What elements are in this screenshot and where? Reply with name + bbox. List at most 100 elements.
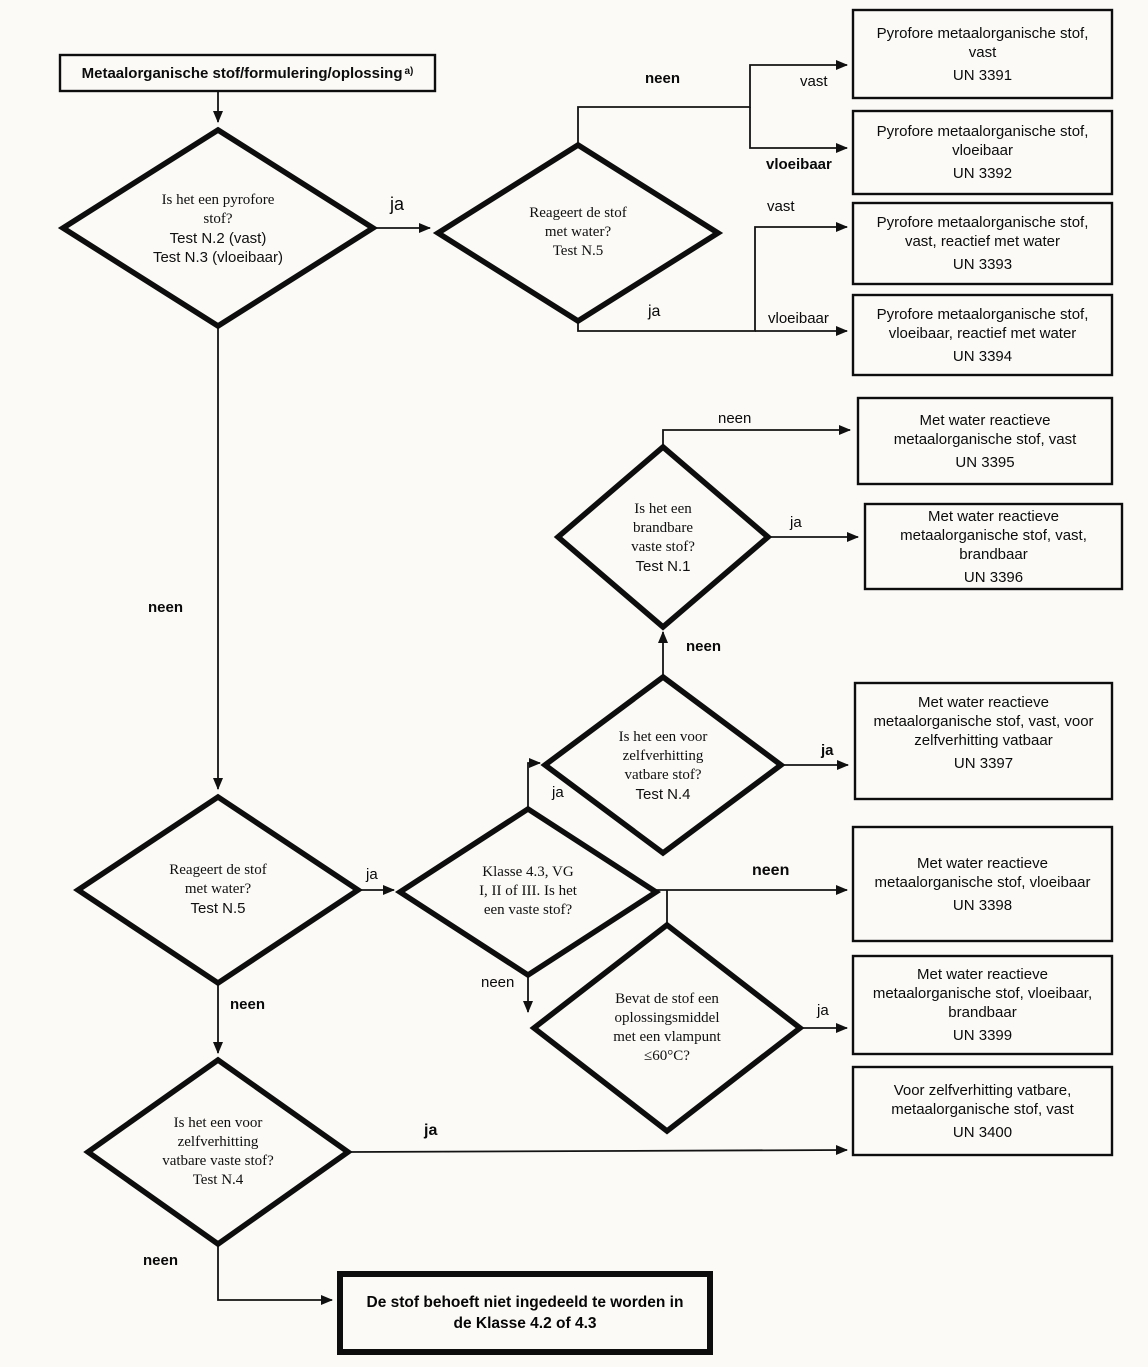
decision-klasse43-shape	[394, 805, 662, 979]
decision-zelfverhitting: Is het een voor zelfverhitting vatbare s…	[573, 728, 753, 804]
outcome-line: vast	[968, 43, 997, 61]
edge-label-neen-wateronder: neen	[230, 996, 266, 1013]
decision-brandbare: Is het een brandbare vaste stof? Test N.…	[583, 500, 743, 576]
decision-line: zelfverhitting	[177, 1134, 259, 1150]
un-number: UN 3397	[953, 755, 1014, 772]
decision-line: Test N.4	[192, 1172, 244, 1188]
final-box: De stof behoeft niet ingedeeld te worden…	[340, 1274, 710, 1352]
decision-water-boven: Reageert de stof met water? Test N.5	[478, 204, 678, 261]
edge-zelfverhittingvast-ja	[347, 1145, 848, 1156]
un-number: UN 3399	[952, 1027, 1013, 1044]
edge-klasse-ja	[527, 758, 541, 809]
outcome-un3393: Pyrofore metaalorganische stof, vast, re…	[853, 203, 1112, 284]
outcome-un3394: Pyrofore metaalorganische stof, vloeibaa…	[853, 295, 1112, 375]
outcome-un3396: Met water reactieve metaalorganische sto…	[865, 504, 1122, 589]
final-line: De stof behoeft niet ingedeeld te worden…	[366, 1294, 684, 1311]
edge-label-neen-brandbare: neen	[718, 410, 752, 427]
decision-line: Test N.5	[190, 900, 246, 917]
decision-oplossingsmiddel: Bevat de stof een oplossingsmiddel met e…	[572, 990, 762, 1066]
start-box-label: Metaalorganische stof/formulering/oploss…	[81, 64, 403, 82]
decision-line: Test N.1	[635, 558, 691, 575]
outcome-un3395: Met water reactieve metaalorganische sto…	[858, 398, 1112, 484]
edge-label-neen-klasse43: neen	[481, 974, 515, 991]
outcome-un3392-shape	[851, 109, 1114, 196]
decision-pyrofore: Is het een pyrofore stof? Test N.2 (vast…	[108, 191, 328, 267]
outcome-line: brandbaar	[959, 545, 1028, 563]
outcome-line: Met water reactieve	[917, 854, 1048, 872]
decision-water-onder-shape	[73, 793, 363, 987]
final-box-shape	[337, 1271, 713, 1355]
outcome-line: Pyrofore metaalorganische stof,	[876, 123, 1089, 140]
edge-label-ja-waterboven: ja	[648, 303, 661, 320]
decision-zelfverhitting-shape	[540, 673, 786, 857]
start-box-footnote-marker: a)	[404, 65, 414, 77]
decision-line: stof?	[203, 211, 233, 227]
un-number: UN 3392	[952, 165, 1013, 182]
decision-line: Test N.4	[635, 786, 691, 803]
start-box-shape	[58, 53, 437, 93]
decision-line: Reageert de stof	[529, 205, 627, 221]
edge-waterboven-neen-vloeibaar	[749, 107, 848, 153]
edge-label-neen-waterboven: neen	[645, 70, 681, 87]
outcome-line: Met water reactieve	[917, 966, 1048, 983]
outcome-un3397-shape	[853, 681, 1114, 801]
outcome-un3392: Pyrofore metaalorganische stof, vloeibaa…	[853, 111, 1112, 194]
decision-line: Bevat de stof een	[615, 991, 719, 1007]
edge-label-vast-un3391: vast	[800, 73, 828, 90]
outcome-un3400: Voor zelfverhitting vatbare, metaalorgan…	[853, 1067, 1112, 1155]
outcome-un3391: Pyrofore metaalorganische stof, vast UN …	[853, 10, 1112, 98]
decision-oplossingsmiddel-shape	[529, 921, 805, 1135]
edge-label-ja-klasse43: ja	[552, 784, 564, 801]
decision-line: Is het een voor	[618, 729, 708, 745]
decision-line: vatbare stof?	[624, 767, 702, 783]
decision-pyrofore-shape	[57, 126, 379, 330]
outcome-line: metaalorganische stof, vloeibaar	[874, 873, 1091, 891]
edge-label-vloeibaar-un3394: vloeibaar	[768, 310, 829, 327]
edge-label-neen-oplossingsmiddel: neen	[752, 862, 790, 879]
outcome-un3399-shape	[851, 954, 1114, 1056]
decision-zelfverhitting-vast-shape	[83, 1056, 353, 1248]
un-number: UN 3393	[952, 256, 1013, 273]
outcome-line: Met water reactieve	[918, 694, 1049, 711]
edge-label-neen-zelfverhitting-vast: neen	[143, 1252, 179, 1269]
outcome-line: zelfverhitting vatbaar	[914, 732, 1053, 749]
un-number: UN 3400	[952, 1123, 1013, 1141]
outcome-line: Voor zelfverhitting vatbare,	[893, 1081, 1072, 1099]
edge-label-ja-wateronder: ja	[366, 866, 378, 883]
un-number: UN 3396	[963, 568, 1024, 586]
outcome-un3399: Met water reactieve metaalorganische sto…	[853, 956, 1112, 1054]
decision-brandbare-shape	[553, 443, 773, 631]
decision-line: ≤60°C?	[644, 1048, 690, 1064]
edge-label-neen-zelfverhitting: neen	[686, 638, 722, 655]
outcome-line: vloeibaar, reactief met water	[888, 324, 1077, 342]
decision-line: Test N.2 (vast)	[169, 230, 267, 247]
outcome-un3391-shape	[851, 8, 1114, 100]
decision-line: Is het een voor	[173, 1115, 263, 1131]
decision-line: met een vlampunt	[613, 1029, 721, 1045]
decision-klasse43: Klasse 4.3, VG I, II of III. Is het een …	[433, 863, 623, 920]
decision-line: Is het een pyrofore	[161, 192, 275, 208]
un-number: UN 3394	[952, 347, 1013, 365]
decision-line: Klasse 4.3, VG	[482, 864, 574, 880]
outcome-line: metaalorganische stof, vloeibaar,	[872, 985, 1093, 1002]
decision-line: zelfverhitting	[622, 748, 704, 764]
decision-line: vaste stof?	[631, 539, 695, 555]
edge-label-vast-un3393: vast	[767, 198, 795, 215]
decision-water-onder: Reageert de stof met water? Test N.5	[118, 861, 318, 918]
start-box: Metaalorganische stof/formulering/oploss…	[60, 55, 435, 91]
outcome-line: Met water reactieve	[928, 507, 1059, 525]
edge-label-neen-pyrofore: neen	[148, 599, 184, 616]
decision-line: Is het een	[634, 501, 692, 517]
outcome-line: Met water reactieve	[919, 411, 1051, 429]
decision-line: een vaste stof?	[483, 902, 573, 918]
outcome-line: vast, reactief met water	[904, 233, 1061, 250]
outcome-un3396-shape	[863, 502, 1124, 591]
outcome-un3393-shape	[851, 201, 1114, 286]
edge-label-ja-brandbare: ja	[790, 514, 802, 531]
decision-zelfverhitting-vast: Is het een voor zelfverhitting vatbare v…	[118, 1114, 318, 1190]
edge-label-vloeibaar-un3392: vloeibaar	[766, 156, 832, 173]
outcome-line: metaalorganische stof, vast	[893, 430, 1077, 448]
decision-water-boven-shape	[432, 141, 724, 325]
decision-line: met water?	[544, 224, 612, 240]
edge-label-ja-oplossingsmiddel: ja	[817, 1002, 829, 1019]
